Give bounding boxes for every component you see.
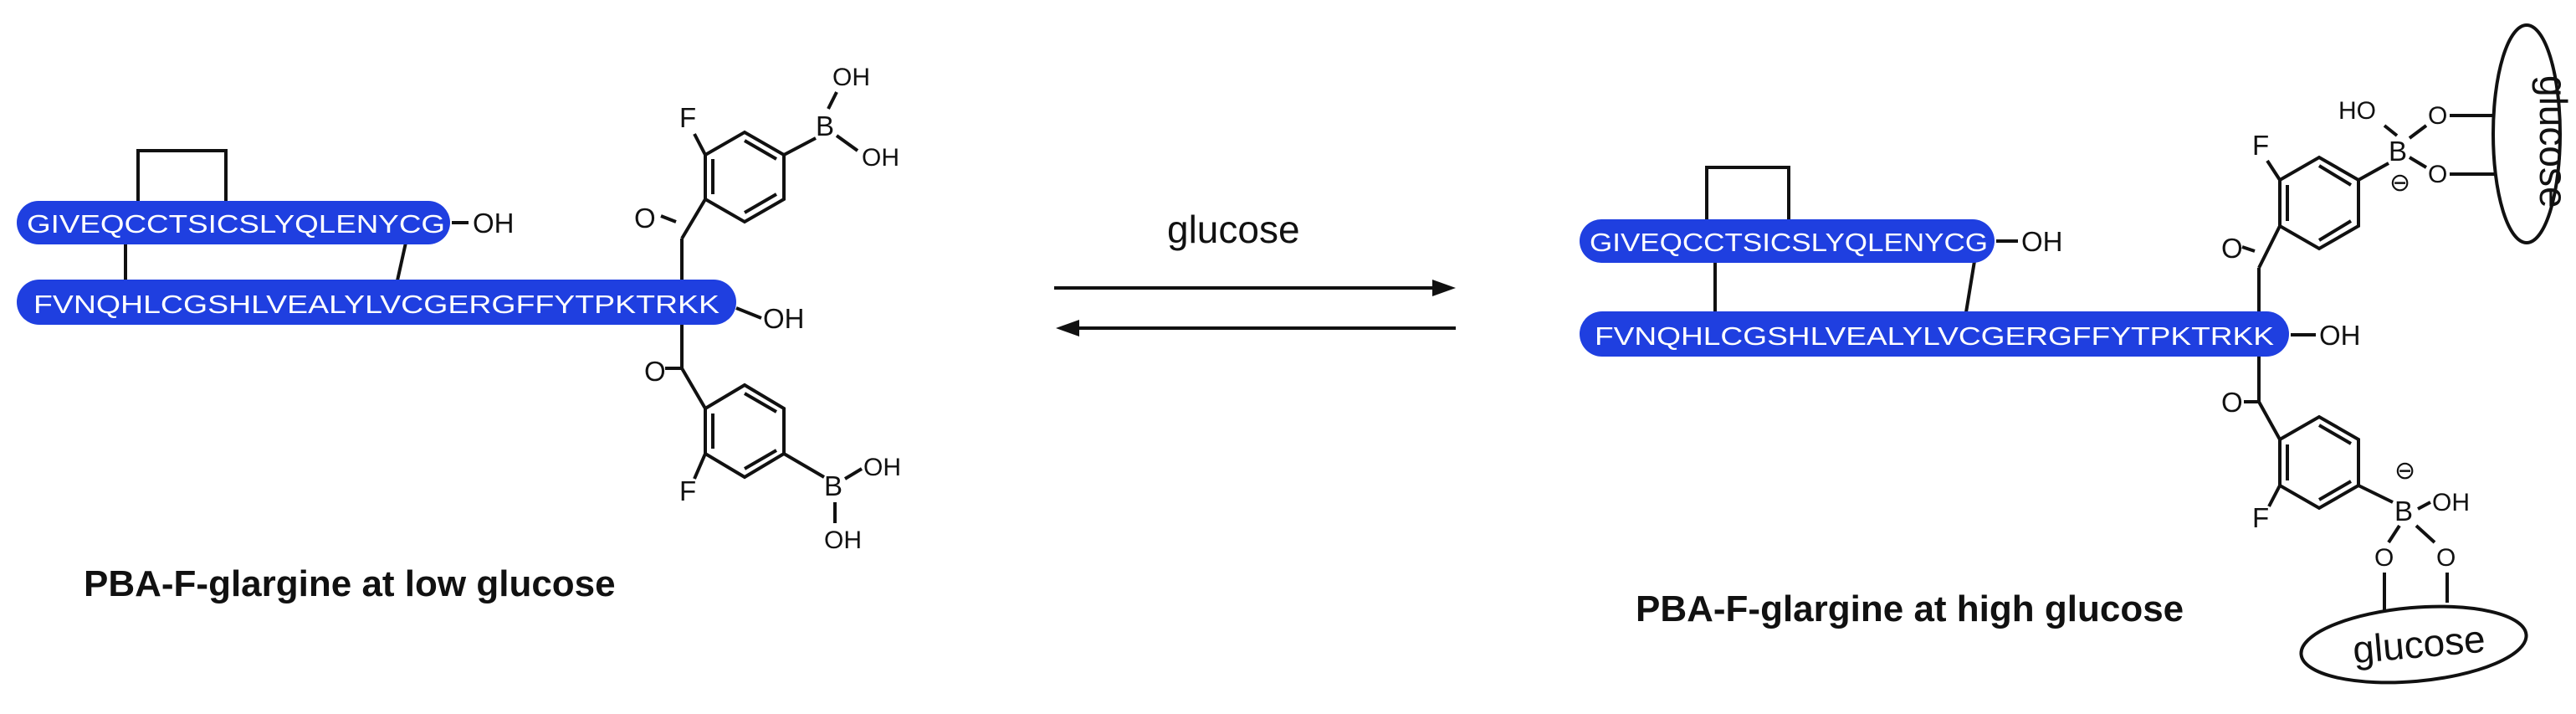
lower-boronate-o2-bond — [2415, 524, 2436, 544]
lower-boron-oh1-bond — [843, 467, 863, 480]
upper-fluorine-bond-right — [2266, 159, 2282, 182]
chain-b-pill-right — [1580, 311, 2289, 357]
lower-carbonyl-bond-right — [2257, 401, 2282, 440]
upper-boron-bond-right — [2358, 162, 2389, 182]
upper-boronate-hydroxyl: HO — [2338, 97, 2376, 125]
upper-benzene-ring — [704, 130, 786, 224]
lower-boronate-oxygen-1: O — [2374, 544, 2394, 572]
upper-fluorine-bond — [693, 133, 707, 156]
upper-boron-bond — [783, 136, 817, 157]
upper-boron-oh1-bond — [827, 91, 838, 110]
lower-boronate-o1-bond — [2387, 524, 2401, 544]
right-panel: GIVEQCCTSICSLYQLENYCG OH FVNQHLCGSHLVEAL… — [1580, 23, 2575, 685]
lower-boronate-oxygen-2: O — [2436, 544, 2456, 572]
lower-fluorine-bond-right — [2267, 485, 2282, 507]
lower-boronate-hydroxyl: OH — [2432, 489, 2470, 516]
lower-carbonyl-oxygen: O — [644, 356, 666, 387]
upper-ring-double-3 — [743, 193, 778, 214]
chain-b-oh-bond — [735, 306, 762, 320]
reverse-arrowhead — [1056, 320, 1079, 336]
upper-boronate-o2-bond — [2408, 156, 2428, 169]
lower-fluorine-right: F — [2252, 502, 2269, 533]
upper-boronate-oxygen-1: O — [2428, 102, 2447, 130]
arrow-label-glucose: glucose — [1167, 208, 1300, 251]
chain-a-pill-right — [1580, 219, 1995, 263]
lower-benzene-ring — [704, 383, 786, 480]
lower-boron-bond-right — [2358, 484, 2394, 504]
upper-ring-double-2 — [743, 139, 778, 161]
upper-carbonyl-bond — [680, 198, 707, 240]
upper-boron-oh-2: OH — [862, 144, 899, 172]
lower-fluorine-bond — [693, 453, 707, 480]
lower-boron-oh-2: OH — [824, 527, 862, 554]
lower-ring-double-2-right — [2317, 424, 2353, 445]
lower-boron-oh-1: OH — [863, 454, 901, 481]
upper-fluorine-right: F — [2252, 130, 2269, 161]
lower-boronate-charge: ⊖ — [2394, 457, 2415, 485]
upper-boron: B — [816, 110, 834, 141]
upper-ring-double-2-right — [2317, 164, 2353, 187]
lower-ring-double-3 — [743, 449, 778, 470]
upper-boron-oh-1: OH — [832, 64, 870, 91]
chain-b-terminal-oh-right: OH — [2319, 320, 2361, 351]
lower-ring-double-3-right — [2317, 480, 2353, 501]
chain-b-sequence-right: FVNQHLCGSHLVEALYLVCGERGFFYTPKTRKK — [1595, 321, 2274, 351]
chain-b-pill — [17, 280, 736, 325]
lower-ring-double-2 — [743, 392, 778, 414]
chain-a-pill — [17, 201, 450, 244]
lower-boronate-oh-bond — [2417, 501, 2431, 511]
upper-glucose-ellipse — [2491, 23, 2562, 244]
lower-benzene-ring-right — [2278, 414, 2360, 511]
lower-carbonyl-bond — [680, 367, 707, 410]
chain-a-sequence: GIVEQCCTSICSLYQLENYCG — [27, 209, 445, 239]
intrachain-disulfide-bond — [136, 149, 228, 201]
interchain-disulfide-bond-2 — [396, 242, 407, 281]
lower-fluorine: F — [679, 475, 696, 506]
upper-boronate-charge: ⊖ — [2389, 169, 2410, 197]
upper-boronate-oxygen-2: O — [2428, 161, 2447, 188]
lower-boronate-boron: B — [2394, 496, 2413, 527]
upper-boronate-o1-bond — [2408, 124, 2428, 140]
interchain-disulfide-bond-right-2 — [1964, 260, 1976, 313]
chain-b-terminal-oh: OH — [763, 303, 805, 334]
upper-boron-oh2-bond — [835, 134, 859, 152]
lower-carbonyl-oxygen-right: O — [2221, 387, 2243, 418]
intrachain-disulfide-bond-right — [1705, 166, 1790, 219]
left-panel: GIVEQCCTSICSLYQLENYCG OH FVNQHLCGSHLVEAL… — [17, 64, 901, 604]
upper-carbonyl-double-right — [2241, 245, 2256, 253]
upper-carbonyl-oxygen: O — [634, 203, 656, 234]
upper-fluorine: F — [679, 102, 696, 133]
chain-a-sequence-right: GIVEQCCTSICSLYQLENYCG — [1590, 228, 1988, 257]
upper-ring-double-3-right — [2317, 219, 2353, 242]
forward-arrowhead — [1432, 280, 1456, 296]
chain-b-sequence: FVNQHLCGSHLVEALYLVCGERGFFYTPKTRKK — [33, 290, 720, 319]
upper-glucose-label: glucose — [2532, 75, 2575, 208]
upper-boronate-oh-bond — [2383, 124, 2399, 137]
upper-carbonyl-oxygen-right: O — [2221, 233, 2243, 264]
left-caption: PBA-F-glargine at low glucose — [84, 563, 616, 604]
upper-carbonyl-bond-right — [2257, 225, 2282, 269]
lower-boron: B — [824, 470, 842, 501]
upper-boronate-boron: B — [2389, 136, 2407, 167]
lower-boron-bond — [782, 452, 826, 479]
chain-a-terminal-oh: OH — [473, 208, 515, 239]
upper-carbonyl-double — [660, 214, 677, 223]
chain-a-terminal-oh-right: OH — [2021, 226, 2063, 257]
upper-benzene-ring-right — [2278, 155, 2360, 251]
lower-glucose-ellipse — [2299, 604, 2528, 685]
right-caption: PBA-F-glargine at high glucose — [1636, 588, 2184, 629]
equilibrium-arrows: glucose — [1054, 208, 1456, 336]
